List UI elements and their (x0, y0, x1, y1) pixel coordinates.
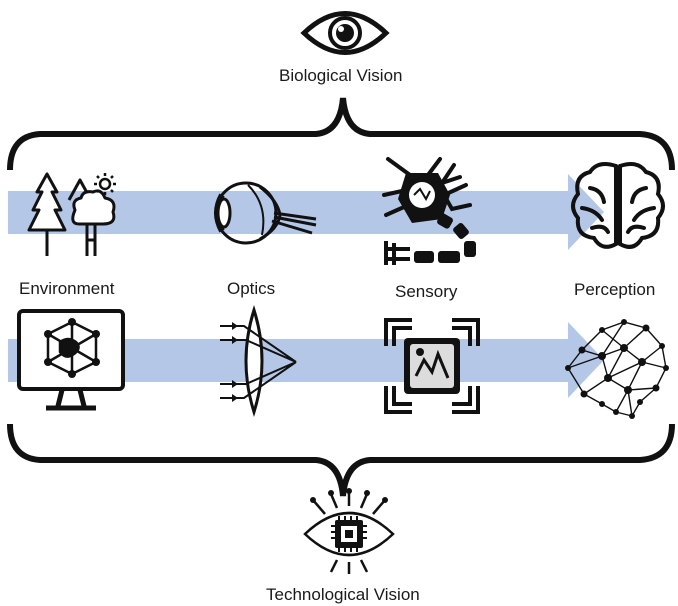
circuit-eye-icon (303, 488, 395, 574)
stage-label-optics: Optics (227, 279, 276, 298)
monitor-3d-model-icon (17, 309, 125, 411)
lens-refraction-icon (220, 304, 297, 418)
top-brace (7, 97, 675, 171)
eye-icon (300, 11, 390, 55)
bottom-brace (7, 423, 675, 497)
stage-label-sensory: Sensory (395, 282, 458, 301)
technological-vision-title: Technological Vision (266, 585, 420, 604)
eyeball-cross-section-icon (214, 181, 317, 245)
neuron-icon (382, 157, 476, 265)
trees-sun-icon (27, 172, 116, 256)
image-sensor-icon (384, 318, 480, 414)
neural-network-brain-icon (565, 319, 669, 419)
stage-label-perception: Perception (574, 280, 656, 299)
brain-icon (571, 162, 665, 249)
biological-vision-title: Biological Vision (279, 66, 403, 85)
stage-label-environment: Environment (19, 279, 115, 298)
